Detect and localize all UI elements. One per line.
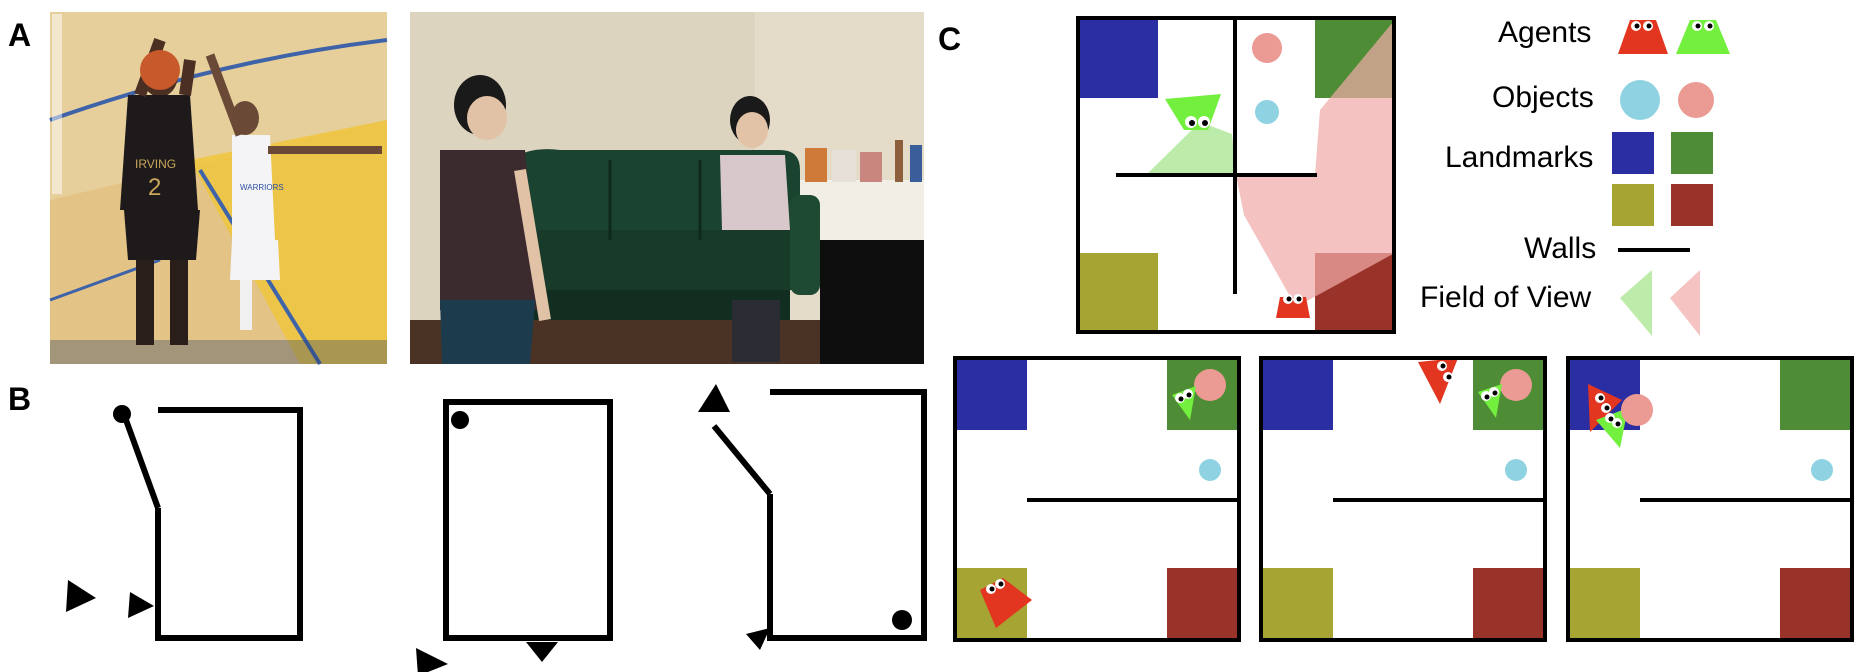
- jersey-number: 2: [148, 174, 161, 201]
- legend-landmark-green-icon: [1671, 132, 1713, 174]
- legend-landmark-blue-icon: [1612, 132, 1654, 174]
- legend-agents-label: Agents: [1498, 16, 1591, 49]
- legend-object-cyan-icon: [1620, 80, 1660, 120]
- legend-landmark-red-icon: [1671, 184, 1713, 226]
- person-right: [720, 96, 790, 362]
- env-main: [1076, 16, 1396, 334]
- fov-red-agent: [1236, 22, 1393, 307]
- panel-a-letter: A: [8, 17, 31, 53]
- agent-green: [1165, 94, 1221, 130]
- agent-triangle-icon: [128, 592, 154, 618]
- env-frame-1: [953, 356, 1241, 642]
- landmark-olive: [1080, 253, 1158, 331]
- jersey-name: IRVING: [135, 157, 176, 171]
- agent-red: [1276, 294, 1310, 318]
- landmark-blue: [1080, 20, 1158, 98]
- env-frame-3: [1566, 356, 1854, 642]
- legend-agent-green-icon: [1676, 20, 1730, 54]
- agent-red: [980, 578, 1032, 628]
- agent-triangle-icon: [66, 580, 96, 612]
- player-defender: WARRIORS: [205, 53, 382, 330]
- player-irving: IRVING 2: [120, 37, 200, 345]
- object-circle-icon: [113, 405, 131, 423]
- agent-red: [1418, 358, 1458, 404]
- diagram-b-3: [698, 384, 927, 650]
- legend-landmarks-label: Landmarks: [1445, 141, 1593, 174]
- object-circle-icon: [892, 610, 912, 630]
- photo-couch: [410, 12, 924, 364]
- opponent-jersey: WARRIORS: [240, 183, 284, 192]
- legend-fov-green-icon: [1620, 270, 1652, 336]
- object-pink: [1252, 33, 1282, 63]
- env-frame-2: [1259, 356, 1547, 642]
- legend-walls-label: Walls: [1524, 232, 1596, 265]
- legend: Agents Objects Landmarks Walls Field of …: [1420, 16, 1730, 336]
- photo-basketball: IRVING 2 WARRIORS: [49, 12, 388, 366]
- panel-c-letter: C: [938, 21, 961, 57]
- agent-triangle-icon: [698, 384, 730, 412]
- diagram-b-1: [66, 405, 303, 641]
- legend-object-pink-icon: [1678, 82, 1714, 118]
- legend-landmark-olive-icon: [1612, 184, 1654, 226]
- diagram-b-2: [416, 399, 613, 672]
- panel-b-letter: B: [8, 381, 31, 417]
- legend-fov-pink-icon: [1670, 270, 1700, 336]
- agent-green: [1596, 408, 1628, 448]
- fov-green-agent: [1146, 122, 1236, 175]
- agent-triangle-icon: [746, 628, 770, 650]
- object-cyan: [1255, 100, 1279, 124]
- legend-fov-label: Field of View: [1420, 281, 1592, 314]
- agent-triangle-icon: [416, 648, 448, 672]
- agent-triangle-icon: [526, 642, 558, 662]
- legend-objects-label: Objects: [1492, 81, 1594, 114]
- agent-green: [1172, 386, 1196, 420]
- object-circle-icon: [451, 411, 469, 429]
- person-left: [440, 75, 551, 364]
- legend-agent-red-icon: [1618, 20, 1668, 54]
- agent-green: [1478, 384, 1502, 418]
